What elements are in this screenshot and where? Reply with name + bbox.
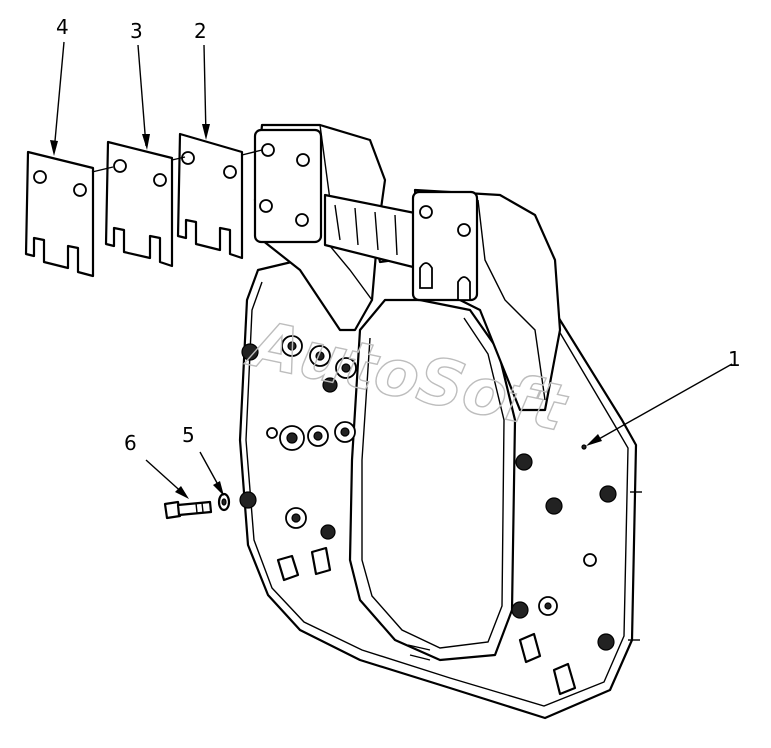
bolt-part-6 xyxy=(163,500,213,520)
shim-plate-part-2 xyxy=(176,132,244,260)
callout-leaders xyxy=(50,41,733,499)
callout-2: 2 xyxy=(194,19,207,43)
shim-plate-part-4 xyxy=(24,150,95,278)
callout-5: 5 xyxy=(182,423,195,447)
callout-6: 6 xyxy=(124,431,137,455)
callout-4: 4 xyxy=(56,15,69,39)
callout-1: 1 xyxy=(728,347,741,371)
washer-part-5 xyxy=(217,492,231,512)
shim-plate-part-3 xyxy=(104,140,174,268)
callout-3: 3 xyxy=(130,19,143,43)
alignment-lines xyxy=(91,149,263,173)
main-frame-part-1 xyxy=(238,123,642,720)
